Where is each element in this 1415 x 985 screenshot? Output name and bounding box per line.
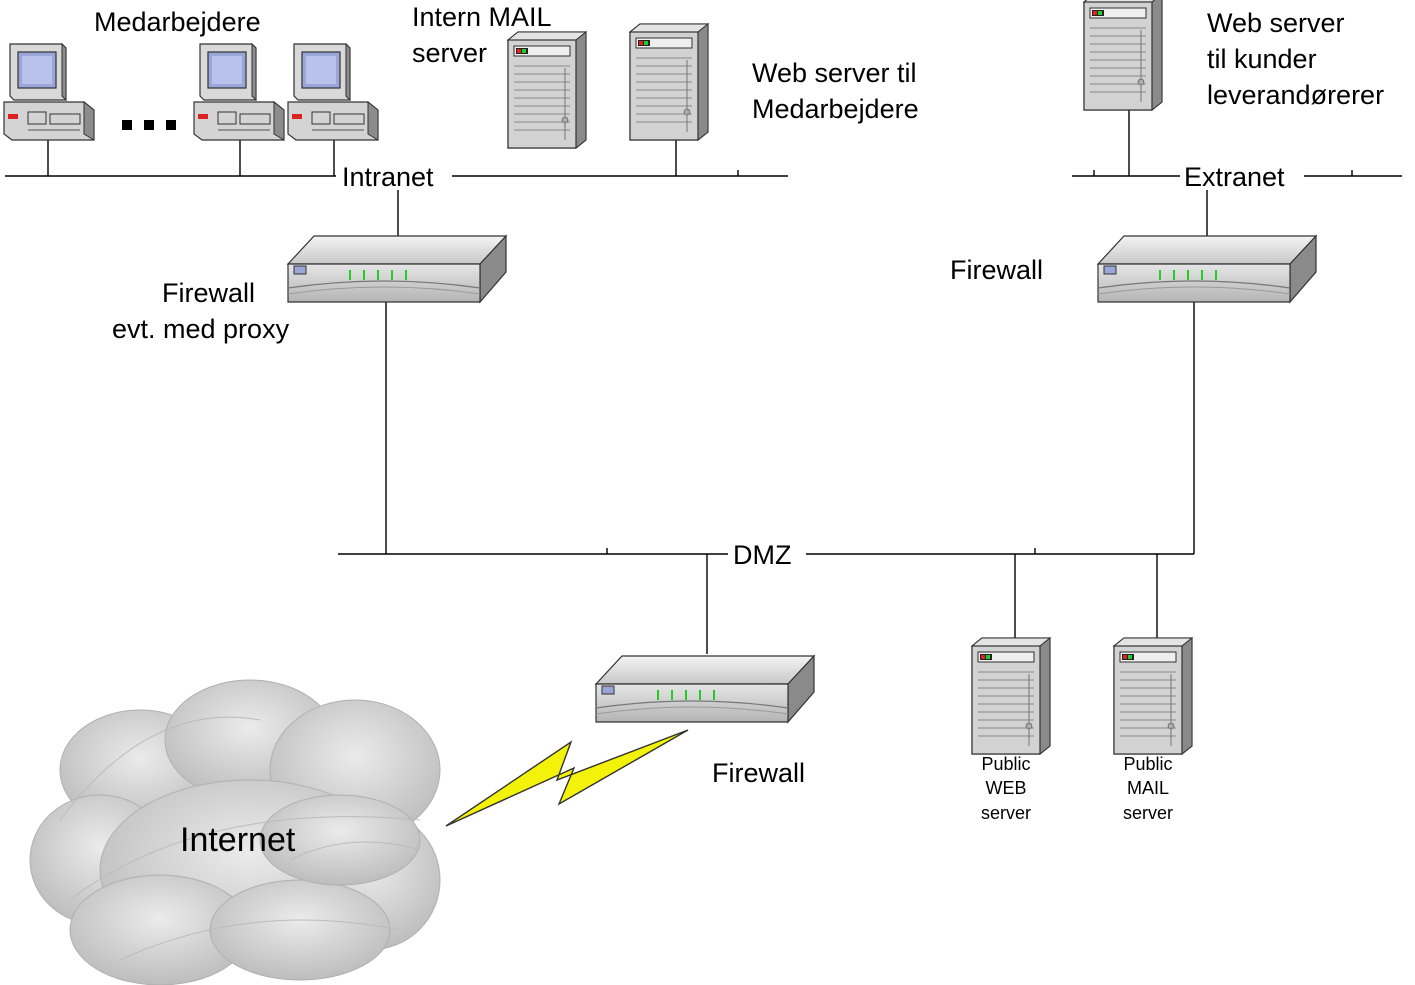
workstation-icon xyxy=(287,43,379,141)
intern-mail-label-line1: Intern MAIL xyxy=(412,2,552,32)
web-medarbejdere-label-line1: Web server til xyxy=(752,58,917,88)
server-icon xyxy=(1083,0,1163,111)
web-kunder-label-line1: Web server xyxy=(1207,8,1345,38)
internet-label: Internet xyxy=(180,821,296,859)
public-mail-label-line3: server xyxy=(1123,803,1173,823)
server-icon xyxy=(1113,637,1193,755)
server-icon xyxy=(507,31,587,149)
public-mail-label-line2: MAIL xyxy=(1127,778,1169,798)
public-mail-label-line1: Public xyxy=(1123,754,1172,774)
server-icon xyxy=(629,23,709,141)
extranet-label: Extranet xyxy=(1184,162,1285,192)
web-medarbejdere-label-line2: Medarbejdere xyxy=(752,94,919,124)
cloud-texture xyxy=(59,716,421,961)
network-lines xyxy=(5,108,1402,654)
medarbejdere-label: Medarbejdere xyxy=(94,7,261,37)
firewall-icon xyxy=(287,235,507,303)
intranet-label: Intranet xyxy=(342,162,434,192)
public-web-label-line1: Public xyxy=(981,754,1030,774)
workstation-icon xyxy=(3,43,95,141)
firewall-icon xyxy=(1097,235,1317,303)
lightning-icon xyxy=(445,729,689,827)
cloud-icon xyxy=(29,679,441,985)
ellipsis-dots xyxy=(122,120,176,130)
public-web-label-line2: WEB xyxy=(985,778,1026,798)
firewall-icon xyxy=(595,655,815,723)
intern-mail-label-line2: server xyxy=(412,38,487,68)
firewall-internet-label: Firewall xyxy=(712,758,805,788)
public-web-label-line3: server xyxy=(981,803,1031,823)
web-kunder-label-line2: til kunder xyxy=(1207,44,1317,74)
firewall-intranet-label-line1: Firewall xyxy=(162,278,255,308)
firewall-intranet-label-line2: evt. med proxy xyxy=(112,314,290,344)
server-icon xyxy=(971,637,1051,755)
web-kunder-label-line3: leverandørerer xyxy=(1207,80,1384,110)
dmz-label: DMZ xyxy=(733,540,791,570)
firewall-extranet-label: Firewall xyxy=(950,255,1043,285)
workstation-icon xyxy=(193,43,285,141)
